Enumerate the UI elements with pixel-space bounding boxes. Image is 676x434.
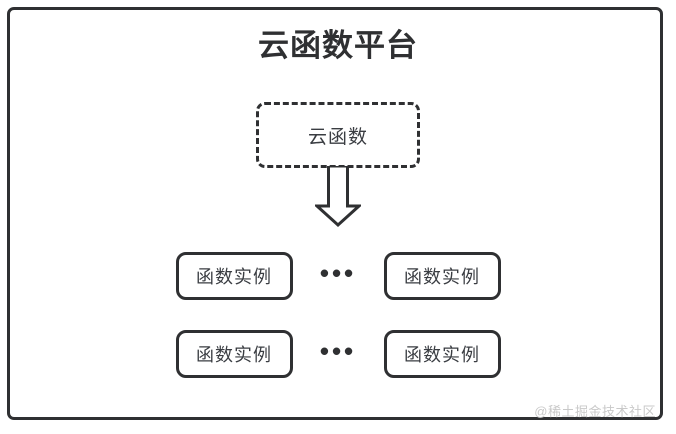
function-instance-box: 函数实例 (175, 252, 293, 300)
function-instance-label: 函数实例 (404, 345, 480, 365)
function-instance-label: 函数实例 (196, 267, 272, 287)
instance-ellipsis: ••• (293, 258, 384, 288)
instance-row: 函数实例 ••• 函数实例 (0, 252, 676, 300)
instance-row: 函数实例 ••• 函数实例 (0, 330, 676, 378)
function-instance-box: 函数实例 (383, 252, 501, 300)
function-instance-box: 函数实例 (175, 330, 293, 378)
cloud-function-node: 云函数 (256, 102, 420, 168)
ellipsis-dots: ••• (319, 258, 357, 288)
function-instance-label: 函数实例 (404, 267, 480, 287)
instance-ellipsis: ••• (293, 336, 384, 366)
watermark: @稀土掘金技术社区 (534, 404, 656, 419)
function-instance-box: 函数实例 (383, 330, 501, 378)
cloud-function-label: 云函数 (307, 126, 368, 148)
function-instance-label: 函数实例 (196, 345, 272, 365)
ellipsis-dots: ••• (319, 336, 357, 366)
down-block-arrow-icon (313, 164, 363, 228)
page-title: 云函数平台 (258, 28, 418, 63)
